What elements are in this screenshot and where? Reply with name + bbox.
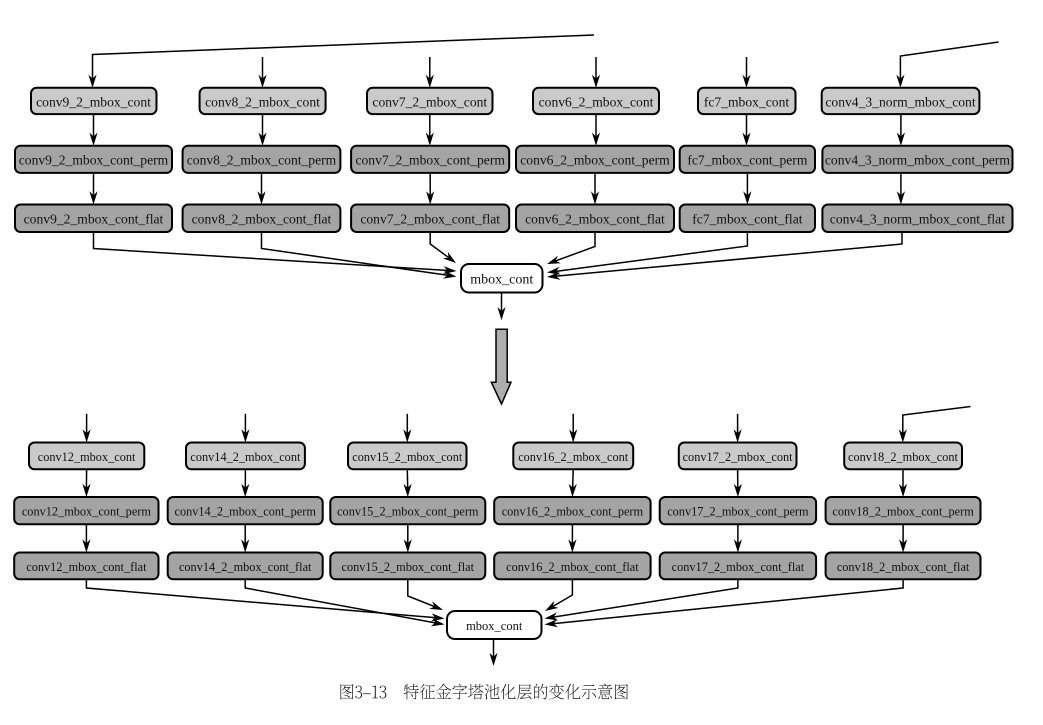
svg-text:conv4_3_norm_mbox_cont_perm: conv4_3_norm_mbox_cont_perm — [825, 153, 1010, 168]
svg-text:fc7_mbox_cont_flat: fc7_mbox_cont_flat — [692, 212, 802, 227]
svg-text:conv9_2_mbox_cont: conv9_2_mbox_cont — [36, 94, 151, 109]
svg-text:conv14_2_mbox_cont: conv14_2_mbox_cont — [190, 450, 301, 464]
svg-text:conv16_2_mbox_cont_perm: conv16_2_mbox_cont_perm — [502, 505, 644, 519]
svg-text:conv7_2_mbox_cont: conv7_2_mbox_cont — [372, 94, 487, 109]
svg-text:conv14_2_mbox_cont_perm: conv14_2_mbox_cont_perm — [175, 505, 317, 519]
svg-text:conv9_2_mbox_cont_perm: conv9_2_mbox_cont_perm — [19, 153, 169, 168]
svg-text:mbox_cont: mbox_cont — [466, 619, 523, 633]
svg-text:conv12_mbox_cont_perm: conv12_mbox_cont_perm — [22, 505, 152, 519]
svg-text:fc7_mbox_cont_perm: fc7_mbox_cont_perm — [687, 153, 807, 168]
svg-text:conv8_2_mbox_cont: conv8_2_mbox_cont — [205, 94, 320, 109]
svg-text:conv6_2_mbox_cont_perm: conv6_2_mbox_cont_perm — [520, 153, 670, 168]
svg-text:conv18_2_mbox_cont_perm: conv18_2_mbox_cont_perm — [832, 505, 974, 519]
svg-text:fc7_mbox_cont: fc7_mbox_cont — [704, 94, 790, 109]
svg-text:conv9_2_mbox_cont_flat: conv9_2_mbox_cont_flat — [24, 212, 164, 227]
svg-text:conv17_2_mbox_cont_flat: conv17_2_mbox_cont_flat — [672, 560, 805, 574]
svg-text:conv6_2_mbox_cont: conv6_2_mbox_cont — [539, 94, 654, 109]
svg-text:conv15_2_mbox_cont_flat: conv15_2_mbox_cont_flat — [342, 560, 475, 574]
svg-text:conv14_2_mbox_cont_flat: conv14_2_mbox_cont_flat — [179, 560, 312, 574]
svg-text:conv7_2_mbox_cont_flat: conv7_2_mbox_cont_flat — [360, 212, 500, 227]
svg-text:conv17_2_mbox_cont_perm: conv17_2_mbox_cont_perm — [667, 505, 809, 519]
svg-text:conv18_2_mbox_cont_flat: conv18_2_mbox_cont_flat — [837, 560, 970, 574]
svg-text:conv8_2_mbox_cont_perm: conv8_2_mbox_cont_perm — [187, 153, 337, 168]
svg-text:conv4_3_norm_mbox_cont_flat: conv4_3_norm_mbox_cont_flat — [830, 212, 1005, 227]
svg-text:conv12_mbox_cont: conv12_mbox_cont — [38, 450, 136, 464]
svg-text:conv8_2_mbox_cont_flat: conv8_2_mbox_cont_flat — [192, 212, 332, 227]
svg-text:conv16_2_mbox_cont_flat: conv16_2_mbox_cont_flat — [506, 560, 639, 574]
svg-text:conv7_2_mbox_cont_perm: conv7_2_mbox_cont_perm — [355, 153, 505, 168]
svg-text:conv18_2_mbox_cont: conv18_2_mbox_cont — [848, 450, 959, 464]
svg-text:conv6_2_mbox_cont_flat: conv6_2_mbox_cont_flat — [525, 212, 665, 227]
svg-text:conv17_2_mbox_cont: conv17_2_mbox_cont — [683, 450, 794, 464]
svg-text:conv15_2_mbox_cont: conv15_2_mbox_cont — [352, 450, 463, 464]
svg-text:mbox_cont: mbox_cont — [470, 273, 533, 288]
svg-text:conv12_mbox_cont_flat: conv12_mbox_cont_flat — [26, 560, 147, 574]
svg-text:conv15_2_mbox_cont_perm: conv15_2_mbox_cont_perm — [337, 505, 479, 519]
svg-text:conv4_3_norm_mbox_cont: conv4_3_norm_mbox_cont — [825, 94, 975, 109]
svg-text:conv16_2_mbox_cont: conv16_2_mbox_cont — [518, 450, 629, 464]
